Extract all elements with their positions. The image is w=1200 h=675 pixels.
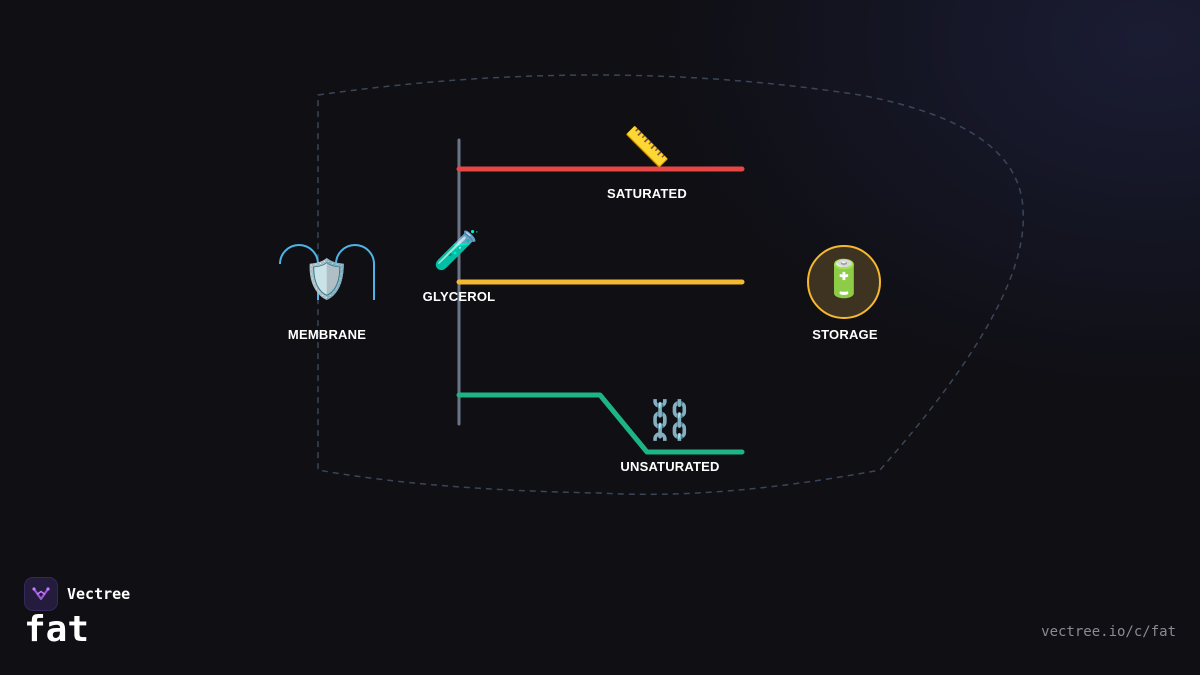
test-tube-icon: 🧪	[433, 228, 481, 272]
storage-circle	[807, 245, 881, 319]
unsaturated-label: UNSATURATED	[620, 459, 720, 474]
chain-icon: ⛓️	[646, 398, 694, 442]
storage-label: STORAGE	[812, 327, 878, 342]
brand-name: Vectree	[67, 585, 131, 603]
page-title: fat	[24, 609, 90, 650]
unsaturated-chain	[456, 392, 745, 455]
membrane-arc-left	[279, 244, 319, 300]
vectree-logo-icon	[24, 577, 58, 611]
cell-outline	[317, 74, 1025, 496]
brand[interactable]: Vectree	[24, 577, 130, 611]
saturated-label: SATURATED	[606, 186, 688, 201]
shield-icon: 🛡️	[303, 257, 351, 301]
page-url[interactable]: vectree.io/c/fat	[1041, 624, 1176, 640]
membrane-arc-right	[335, 244, 375, 300]
battery-icon: 🔋	[821, 259, 867, 300]
glycerol-label: GLYCEROL	[422, 289, 496, 304]
membrane-label: MEMBRANE	[287, 327, 367, 342]
ruler-icon: 📏	[623, 125, 671, 169]
